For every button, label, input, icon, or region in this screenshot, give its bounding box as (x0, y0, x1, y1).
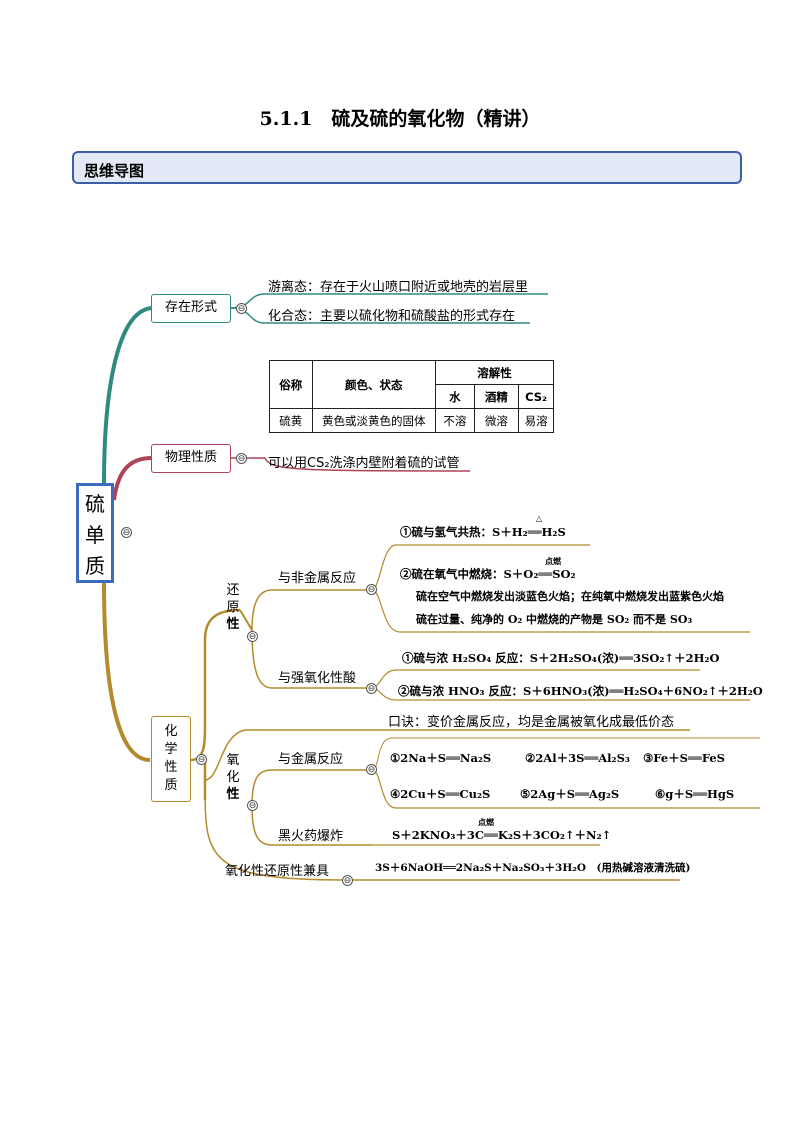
reaction-cu: ④2Cu＋S══Cu₂S (390, 787, 491, 801)
existence-combined: 化合态：主要以硫化物和硫酸盐的形式存在 (268, 309, 516, 324)
reaction-fe: ③Fe＋S══FeS (643, 751, 725, 765)
root-char: 硫 (85, 492, 105, 516)
table-header: CS₂ (518, 384, 554, 409)
reducing-label: 还 原 性 (226, 582, 240, 633)
node-oxidizing-acid[interactable]: 与强氧化性酸 (278, 671, 357, 686)
collapse-icon[interactable]: ⊖ (121, 527, 132, 538)
collapse-icon[interactable]: ⊖ (247, 800, 258, 811)
node-both[interactable]: 氧化性还原性兼具 (225, 864, 330, 879)
oxidizing-rule: 口诀：变价金属反应，均是金属被氧化成最低价态 (388, 715, 675, 730)
node-existence-label: 存在形式 (164, 300, 217, 315)
root-char: 单 (85, 523, 105, 547)
table-header: 酒精 (473, 384, 520, 409)
oxidizing-label: 氧 化 性 (226, 752, 240, 803)
reaction-h2: ①硫与氢气共热：S＋H₂══H₂S (400, 525, 566, 539)
table-cell: 硫黄 (269, 408, 313, 433)
collapse-icon[interactable]: ⊖ (196, 754, 207, 765)
node-chemical-char: 性 (164, 760, 178, 775)
oxidizing-char: 性 (226, 787, 240, 802)
node-chemical-char: 化 (164, 724, 178, 739)
table-header: 俗称 (269, 360, 313, 409)
physical-note: 可以用CS₂洗涤内壁附着硫的试管 (268, 456, 460, 471)
collapse-icon[interactable]: ⊖ (342, 875, 353, 886)
table-cell: 易溶 (518, 408, 554, 433)
note-product: 硫在过量、纯净的 O₂ 中燃烧的产物是 SO₂ 而不是 SO₃ (416, 613, 693, 626)
collapse-icon[interactable]: ⊖ (366, 584, 377, 595)
reaction-ag: ⑤2Ag＋S══Ag₂S (520, 787, 620, 801)
physical-properties-table: 俗称 颜色、状态 溶解性 水 酒精 CS₂ 硫黄 黄色或淡黄色的固体 不溶 微溶… (269, 360, 554, 433)
table-header: 水 (435, 384, 475, 409)
page-title: 5.1.1 硫及硫的氧化物（精讲） (259, 108, 541, 130)
node-gunpowder[interactable]: 黑火药爆炸 (278, 829, 344, 844)
collapse-icon[interactable]: ⊖ (236, 453, 247, 464)
reaction-h2so4: ①硫与浓 H₂SO₄ 反应：S＋2H₂SO₄(浓)══3SO₂↑＋2H₂O (402, 651, 720, 665)
node-physical[interactable]: 物理性质 (151, 444, 231, 473)
node-chemical-char: 学 (164, 742, 178, 757)
note-flame: 硫在空气中燃烧发出淡蓝色火焰；在纯氧中燃烧发出蓝紫色火焰 (416, 590, 724, 603)
collapse-icon[interactable]: ⊖ (366, 764, 377, 775)
condition-heat: △ (536, 514, 543, 523)
section-title: 思维导图 (84, 162, 145, 180)
section-header: 思维导图 (72, 151, 742, 184)
reducing-char: 性 (226, 617, 240, 632)
condition-ignite: 点燃 (545, 556, 561, 566)
node-chemical[interactable]: 化 学 性 质 (151, 716, 191, 802)
reducing-char: 原 (226, 600, 240, 615)
node-chemical-char: 质 (164, 778, 178, 793)
condition-ignite: 点燃 (478, 817, 494, 827)
root-char: 质 (85, 554, 105, 578)
reaction-hg: ⑥g＋S══HgS (655, 787, 735, 801)
collapse-icon[interactable]: ⊖ (247, 631, 258, 642)
oxidizing-char: 化 (226, 770, 240, 785)
table-header: 颜色、状态 (311, 360, 437, 409)
collapse-icon[interactable]: ⊖ (366, 683, 377, 694)
table-cell: 微溶 (473, 408, 520, 433)
table-header: 溶解性 (435, 360, 554, 385)
node-nonmetal[interactable]: 与非金属反应 (278, 571, 357, 586)
reaction-al: ②2Al＋3S══Al₂S₃ (525, 751, 630, 765)
existence-free: 游离态：存在于火山喷口附近或地壳的岩层里 (268, 280, 529, 295)
node-metal[interactable]: 与金属反应 (278, 752, 344, 767)
collapse-icon[interactable]: ⊖ (236, 303, 247, 314)
reaction-na: ①2Na＋S══Na₂S (390, 751, 492, 765)
node-physical-label: 物理性质 (164, 450, 217, 465)
table-cell: 黄色或淡黄色的固体 (311, 408, 437, 433)
reaction-hno3: ②硫与浓 HNO₃ 反应：S＋6HNO₃(浓)══H₂SO₄＋6NO₂↑＋2H₂… (398, 684, 763, 698)
oxidizing-char: 氧 (226, 753, 240, 768)
reaction-naoh: 3S＋6NaOH══2Na₂S＋Na₂SO₃＋3H₂O (用热碱溶液清洗硫) (375, 862, 691, 874)
reaction-o2: ②硫在氧气中燃烧：S＋O₂══SO₂ (400, 567, 576, 581)
node-existence[interactable]: 存在形式 (151, 294, 231, 323)
root-node-sulfur[interactable]: 硫 单 质 (76, 483, 114, 583)
reducing-char: 还 (226, 583, 240, 598)
reaction-gunpowder: S＋2KNO₃＋3C══K₂S＋3CO₂↑＋N₂↑ (392, 828, 612, 842)
table-cell: 不溶 (435, 408, 475, 433)
